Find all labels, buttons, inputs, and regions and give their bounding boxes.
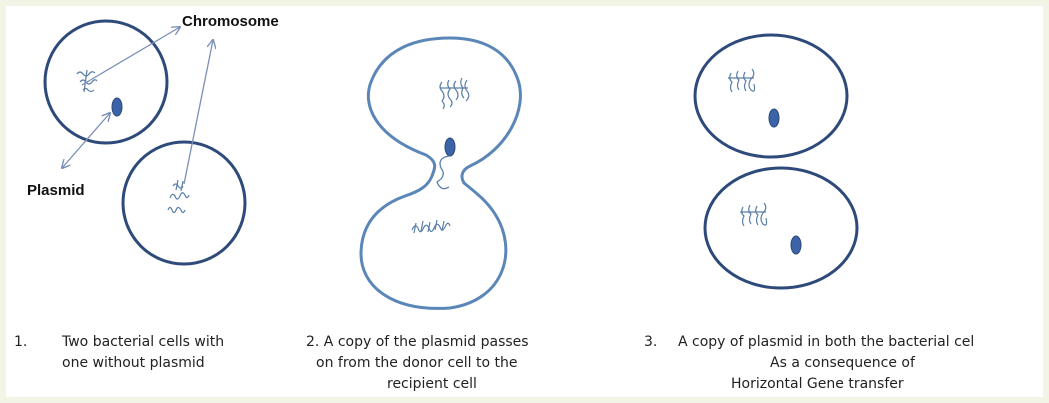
caption-step-3-line-2: As a consequence of xyxy=(644,353,974,374)
caption-step-1-line-2: one without plasmid xyxy=(14,353,224,374)
donor-chromosome xyxy=(77,70,97,92)
plasmid-pointer-arrow xyxy=(62,113,110,168)
caption-step-2-line-1: 2. A copy of the plasmid passes xyxy=(306,332,529,353)
recipient-cell xyxy=(123,142,245,264)
caption-step-3-line-3: Horizontal Gene transfer xyxy=(644,374,974,395)
chromosome-label: Chromosome xyxy=(182,13,279,30)
recipient-chromosome-panel-2 xyxy=(412,220,450,233)
conjugating-cells-outline xyxy=(361,38,520,308)
donor-plasmid xyxy=(112,98,122,116)
panel-2 xyxy=(361,38,520,308)
recipient-chromosome xyxy=(168,180,189,213)
plasmid-transfer-strand xyxy=(437,156,449,189)
caption-step-2-line-3: recipient cell xyxy=(306,374,529,395)
panel-1 xyxy=(45,21,245,264)
donor-plasmid-panel-3 xyxy=(769,109,779,127)
donor-cell-panel-3 xyxy=(695,35,847,157)
caption-step-1-number: 1. xyxy=(14,332,62,353)
donor-cell xyxy=(45,21,167,143)
caption-step-1: 1.Two bacterial cells with one without p… xyxy=(14,332,224,374)
recipient-plasmid-panel-3 xyxy=(791,236,801,254)
chromosome-pointer-arrow-2 xyxy=(184,40,213,184)
donor-plasmid-panel-2 xyxy=(445,138,455,156)
caption-step-3: 3.A copy of plasmid in both the bacteria… xyxy=(644,332,974,395)
caption-step-1-line-1: Two bacterial cells with xyxy=(62,334,224,350)
panel-3 xyxy=(695,35,857,288)
caption-step-2: 2. A copy of the plasmid passes on from … xyxy=(306,332,529,395)
caption-step-3-line-1: A copy of plasmid in both the bacterial … xyxy=(678,334,974,350)
plasmid-label: Plasmid xyxy=(27,182,85,199)
caption-step-2-line-2: on from the donor cell to the xyxy=(306,353,529,374)
donor-chromosome-panel-3 xyxy=(728,69,755,92)
caption-step-3-number: 3. xyxy=(644,332,678,353)
recipient-chromosome-panel-3 xyxy=(740,203,767,226)
recipient-cell-panel-3 xyxy=(705,168,857,288)
donor-chromosome-panel-2 xyxy=(440,78,469,109)
